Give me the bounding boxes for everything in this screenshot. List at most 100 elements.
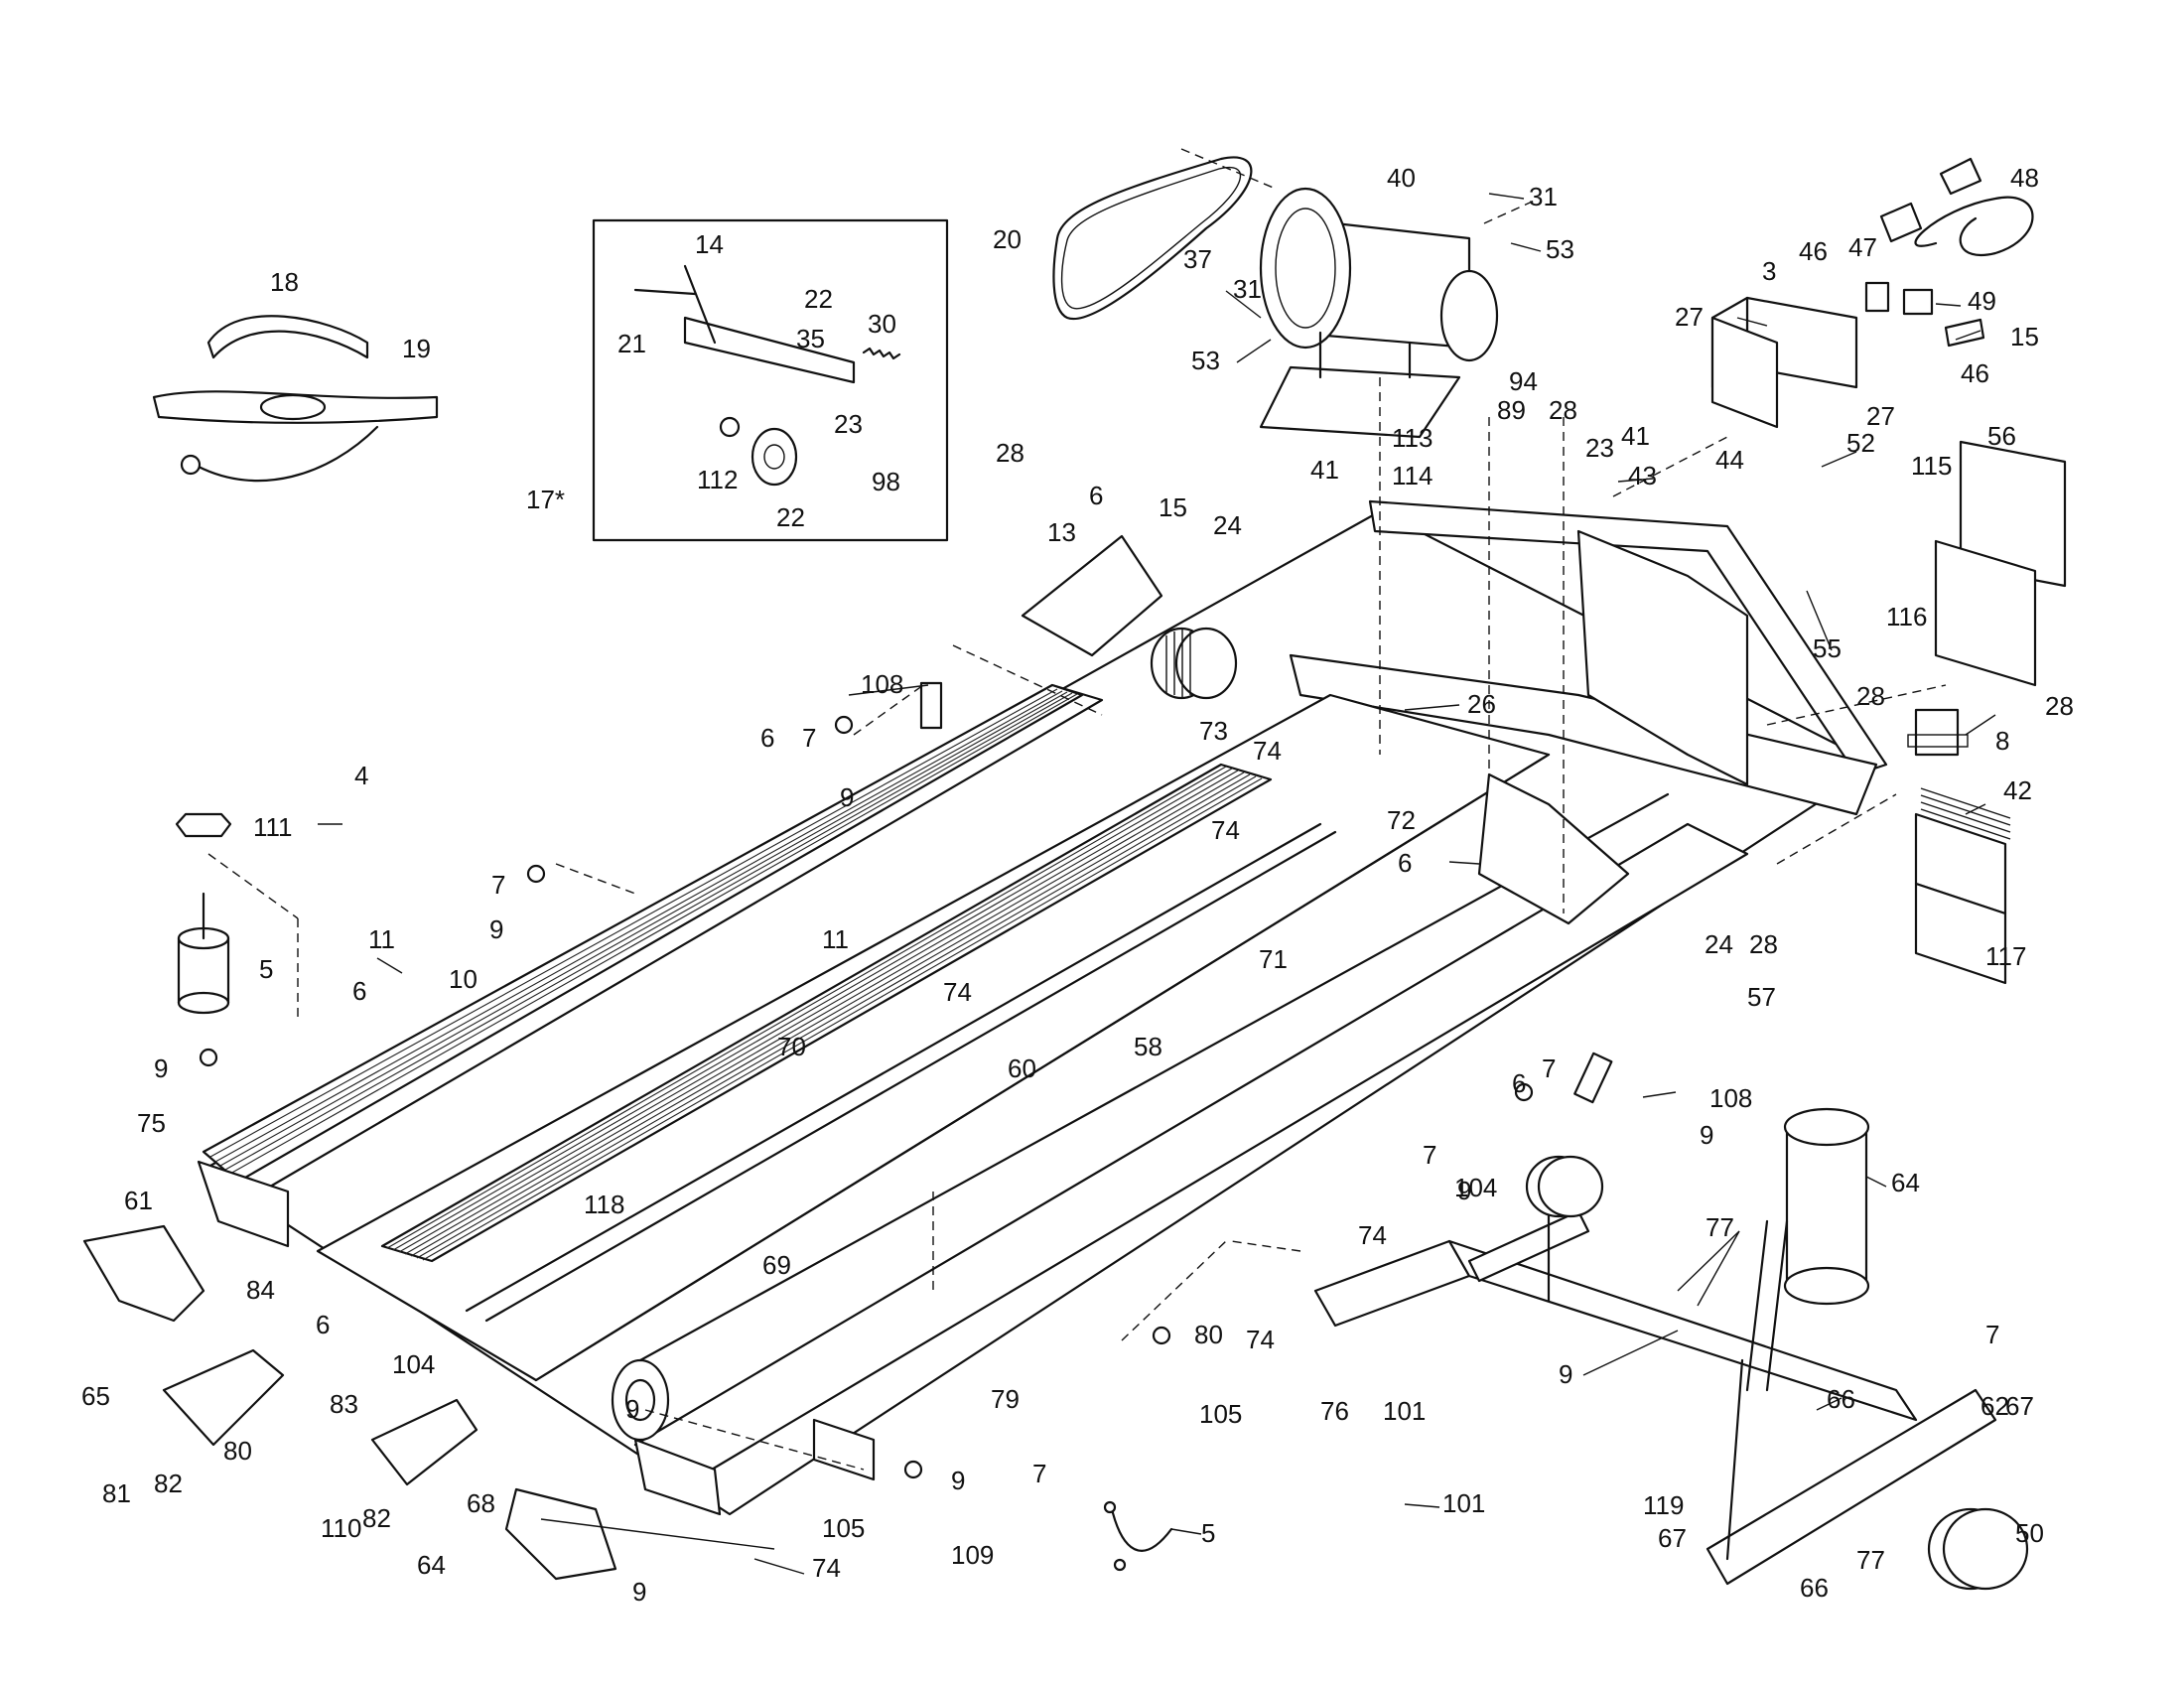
part-label: 7 bbox=[491, 870, 505, 900]
part-label: 110 bbox=[321, 1513, 361, 1543]
treadmill-deck-assembly bbox=[197, 499, 1888, 1516]
part-label: 75 bbox=[137, 1108, 166, 1138]
part-label: 64 bbox=[417, 1550, 446, 1580]
controller-plate bbox=[1934, 539, 2037, 687]
tension-spring bbox=[862, 347, 901, 360]
fuse bbox=[1944, 318, 1985, 348]
part-label: 115 bbox=[1911, 451, 1952, 481]
part-label: 9 bbox=[632, 1577, 646, 1607]
part-label: 6 bbox=[1398, 848, 1412, 878]
motor-mount-plate bbox=[1259, 365, 1461, 439]
part-label: 73 bbox=[1199, 716, 1228, 746]
part-label: 35 bbox=[796, 324, 825, 353]
fasteners bbox=[199, 715, 1534, 1479]
spacer-108-a bbox=[919, 681, 943, 730]
upright-bracket-right bbox=[1576, 529, 1749, 786]
part-label: 49 bbox=[1968, 286, 1996, 316]
part-label: 67 bbox=[1658, 1523, 1687, 1553]
part-label: 69 bbox=[762, 1250, 791, 1280]
part-label: 13 bbox=[1047, 517, 1076, 547]
part-label: 74 bbox=[1358, 1220, 1387, 1250]
part-label: 83 bbox=[330, 1389, 358, 1419]
end-cap-110 bbox=[504, 1487, 617, 1581]
power-module-plate bbox=[1710, 316, 1779, 429]
part-label: 74 bbox=[1246, 1325, 1275, 1354]
incline-motor bbox=[1745, 1107, 1870, 1392]
part-label: 50 bbox=[2015, 1518, 2044, 1548]
part-label: 9 bbox=[1457, 1176, 1471, 1205]
part-number-labels: 40 31 53 48 20 37 31 53 3 46 47 27 49 15… bbox=[81, 163, 2074, 1607]
part-label: 5 bbox=[1201, 1518, 1215, 1548]
part-label: 118 bbox=[584, 1190, 624, 1219]
part-label: 28 bbox=[1749, 929, 1778, 959]
part-label: 9 bbox=[154, 1053, 168, 1083]
part-label: 76 bbox=[1320, 1396, 1349, 1426]
part-label: 6 bbox=[1512, 1068, 1526, 1098]
part-label: 22 bbox=[804, 284, 833, 314]
front-roller bbox=[611, 792, 1670, 1442]
leveling-foot bbox=[175, 812, 232, 1015]
part-label: 28 bbox=[2045, 691, 2074, 721]
part-label: 108 bbox=[861, 669, 903, 699]
tension-arm bbox=[683, 316, 856, 384]
incline-arm-front bbox=[1313, 1239, 1471, 1328]
part-label: 74 bbox=[1211, 815, 1240, 845]
part-label: 116 bbox=[1886, 602, 1927, 632]
spacer-108-b bbox=[1573, 1052, 1613, 1104]
part-label: 74 bbox=[943, 977, 972, 1007]
part-label: 24 bbox=[1213, 510, 1242, 540]
transformer bbox=[1907, 708, 1969, 757]
part-label: 24 bbox=[1705, 929, 1733, 959]
part-label: 57 bbox=[1747, 982, 1776, 1012]
part-label: 113 bbox=[1392, 423, 1433, 453]
part-label: 7 bbox=[1985, 1320, 1999, 1349]
part-label: 74 bbox=[1253, 736, 1282, 766]
part-label: 74 bbox=[812, 1553, 841, 1583]
part-label: 80 bbox=[1194, 1320, 1223, 1349]
part-label: 71 bbox=[1259, 944, 1288, 974]
part-label: 7 bbox=[802, 723, 816, 753]
part-label: 9 bbox=[625, 1394, 639, 1424]
part-label: 9 bbox=[1700, 1120, 1713, 1150]
part-label: 9 bbox=[489, 914, 503, 944]
drive-motor bbox=[1259, 187, 1499, 439]
part-label: 28 bbox=[996, 438, 1024, 468]
part-label: 9 bbox=[951, 1466, 965, 1495]
part-label: 105 bbox=[1199, 1399, 1242, 1429]
foot-rail-middle bbox=[380, 763, 1273, 1263]
part-label: 79 bbox=[991, 1384, 1020, 1414]
foot-rail-left-ribs bbox=[209, 688, 1078, 1175]
label-leader-arrows bbox=[318, 193, 1996, 1575]
part-label: 11 bbox=[368, 924, 395, 954]
foot-rail-middle-ribs bbox=[386, 766, 1263, 1261]
incline-frame bbox=[1313, 1107, 2029, 1591]
part-label: 82 bbox=[362, 1503, 391, 1533]
part-label: 30 bbox=[868, 309, 896, 339]
end-cap-84 bbox=[82, 1224, 205, 1323]
part-label: 114 bbox=[1392, 461, 1433, 491]
part-label: 98 bbox=[872, 467, 900, 496]
part-label: 5 bbox=[259, 954, 273, 984]
part-label: 46 bbox=[1799, 236, 1828, 266]
safety-key-clip bbox=[152, 315, 439, 483]
part-label: 77 bbox=[1856, 1545, 1885, 1575]
part-label: 3 bbox=[1762, 256, 1776, 286]
part-label: 11 bbox=[822, 924, 849, 954]
motor-flywheel bbox=[1259, 187, 1352, 350]
part-label: 58 bbox=[1134, 1032, 1162, 1061]
part-label: 64 bbox=[1891, 1168, 1920, 1197]
part-label: 19 bbox=[402, 334, 431, 363]
part-label: 6 bbox=[352, 976, 366, 1006]
circuit-breaker bbox=[1864, 281, 1890, 313]
heat-sink bbox=[1914, 787, 2011, 985]
part-label: 109 bbox=[951, 1540, 994, 1570]
part-label: 108 bbox=[1709, 1083, 1752, 1113]
part-label: 62 bbox=[1980, 1391, 2009, 1421]
part-label: 41 bbox=[1310, 455, 1339, 485]
on-off-switch bbox=[1902, 288, 1934, 316]
part-label: 77 bbox=[1706, 1212, 1734, 1242]
part-label: 17* bbox=[526, 485, 565, 514]
end-cap-83 bbox=[162, 1348, 285, 1447]
part-label: 31 bbox=[1233, 274, 1262, 304]
part-label: 9 bbox=[1559, 1359, 1572, 1389]
